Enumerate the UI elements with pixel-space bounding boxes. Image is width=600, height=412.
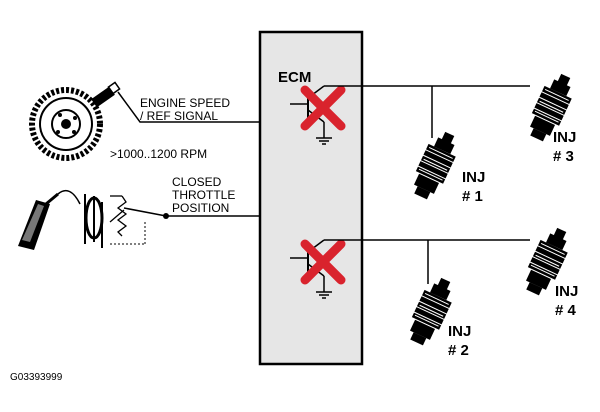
inj3-label: INJ	[553, 129, 576, 146]
ecm-box	[258, 30, 364, 366]
injector-1-icon	[406, 127, 464, 204]
inj4-label: INJ	[555, 283, 578, 300]
throttle-label-1: CLOSED	[172, 175, 222, 189]
ecm-label: ECM	[278, 69, 311, 86]
throttle-label-2: THROTTLE	[172, 188, 235, 202]
crankshaft-sensor-icon	[29, 81, 121, 161]
wire-junction	[163, 213, 169, 219]
throttle-pedal-icon	[18, 189, 146, 250]
inj2-number: # 2	[448, 342, 469, 359]
inj1-label: INJ	[462, 169, 485, 186]
inj1-number: # 1	[462, 188, 483, 205]
inj4-number: # 4	[555, 302, 577, 319]
inj2-label: INJ	[448, 323, 471, 340]
wire-engine-speed	[117, 91, 260, 123]
throttle-label-3: POSITION	[172, 201, 229, 215]
inj3-number: # 3	[553, 148, 574, 165]
ref-signal-label: / REF SIGNAL	[140, 109, 218, 123]
engine-speed-label: ENGINE SPEED	[140, 96, 230, 110]
rpm-range-label: >1000..1200 RPM	[110, 147, 207, 161]
figure-code: G03393999	[10, 372, 63, 383]
